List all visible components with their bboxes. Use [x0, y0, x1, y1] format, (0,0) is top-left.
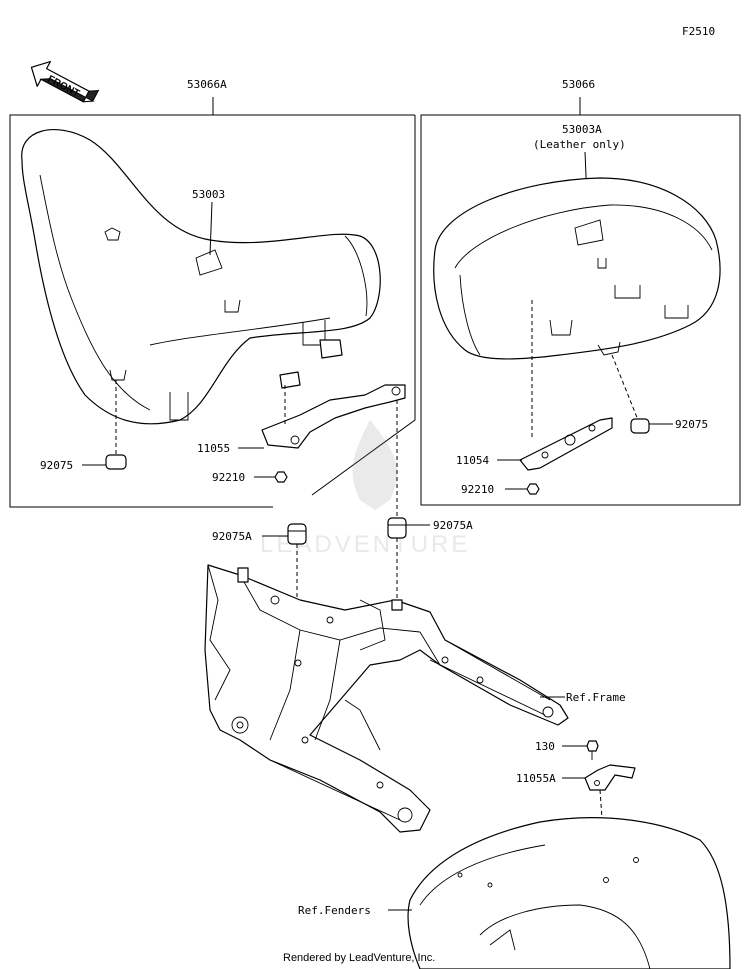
callout-53003: 53003	[192, 188, 225, 201]
callout-92075A-right: 92075A	[433, 519, 473, 532]
callout-92075-left: 92075	[40, 459, 73, 472]
callout-53066: 53066	[562, 78, 595, 91]
callout-53003A: 53003A	[562, 123, 602, 136]
callout-11054: 11054	[456, 454, 489, 467]
damper-92075-left: 92075	[40, 380, 127, 472]
damper-92075A-right: 92075A	[387, 400, 473, 600]
footer-credit: Rendered by LeadVenture, Inc.	[283, 952, 435, 964]
callout-ref-fenders: Ref.Fenders	[298, 904, 371, 917]
nut-92210-right: 92210	[461, 483, 540, 496]
seat-53066	[433, 177, 721, 440]
rear-fender: Ref.Fenders	[298, 817, 731, 969]
callout-11055: 11055	[197, 442, 230, 455]
seat-assembly-left-box: 53066A	[9, 78, 416, 508]
callout-92075A-left: 92075A	[212, 530, 252, 543]
callout-ref-frame: Ref.Frame	[566, 691, 626, 704]
callout-92075-right: 92075	[675, 418, 708, 431]
diagram-code: F2510	[682, 25, 715, 38]
callout-11055A: 11055A	[516, 772, 556, 785]
seat-53066A: 53003	[21, 129, 381, 425]
nut-92210-left: 92210	[212, 471, 288, 484]
bracket-11054: 11054	[456, 417, 613, 471]
seat-assembly-right-box: 53066 53003A (Leather only)	[420, 78, 741, 506]
damper-92075-right: 92075	[630, 418, 708, 434]
front-arrow-icon: FRONT	[30, 60, 100, 103]
bolt-130: 130	[535, 740, 599, 760]
callout-53066A: 53066A	[187, 78, 227, 91]
callout-130: 130	[535, 740, 555, 753]
callout-92210-right: 92210	[461, 483, 494, 496]
frame-assembly: Ref.Frame	[204, 564, 626, 833]
callout-92210-left: 92210	[212, 471, 245, 484]
callout-53003A-note: (Leather only)	[533, 138, 626, 151]
